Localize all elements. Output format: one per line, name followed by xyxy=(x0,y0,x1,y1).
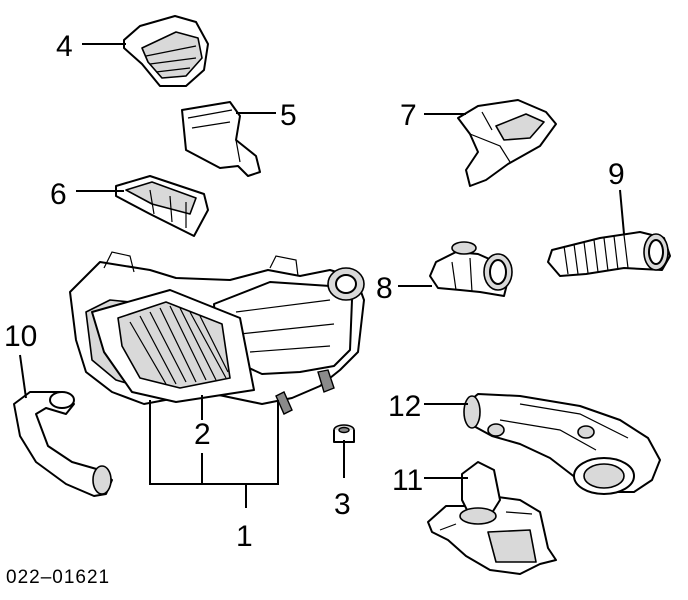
callout-12: 12 xyxy=(388,390,421,423)
callout-1: 1 xyxy=(236,520,253,553)
leader-lines xyxy=(19,43,625,508)
callout-2: 2 xyxy=(194,418,211,451)
part-8-elbow xyxy=(429,241,513,297)
part-2-filter-element xyxy=(91,289,255,403)
callout-7: 7 xyxy=(400,99,417,132)
part-5-bracket xyxy=(181,101,261,177)
reference-code: 022–01621 xyxy=(6,567,110,588)
part-3-grommet xyxy=(333,424,355,443)
callout-6: 6 xyxy=(50,178,67,211)
callouts: 4 5 6 7 9 8 10 2 12 11 3 1 xyxy=(4,30,625,553)
callout-4: 4 xyxy=(56,30,73,63)
callout-11: 11 xyxy=(392,464,423,497)
part-12-intake-duct xyxy=(463,393,661,495)
callout-10: 10 xyxy=(4,320,37,353)
callout-3: 3 xyxy=(334,488,351,521)
part-11-resonator xyxy=(427,461,557,575)
callout-9: 9 xyxy=(608,158,625,191)
part-6-duct xyxy=(115,175,209,237)
part-10-hose xyxy=(13,391,113,497)
part-7-intake-cover xyxy=(457,99,557,187)
callout-5: 5 xyxy=(280,99,297,132)
part-4-duct-cover xyxy=(123,15,209,87)
callout-8: 8 xyxy=(376,272,393,305)
part-9-hose xyxy=(547,231,671,277)
